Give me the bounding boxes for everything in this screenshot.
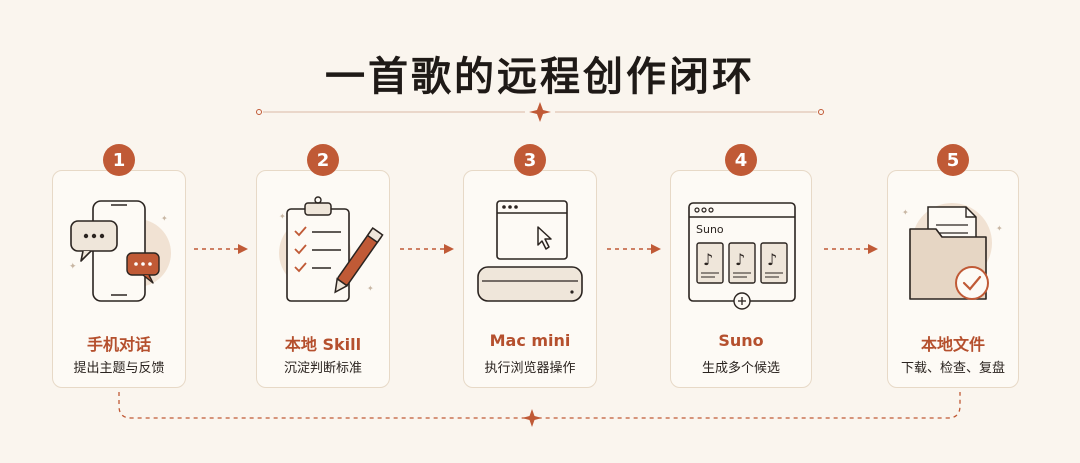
- step-card-3: Mac mini 执行浏览器操作: [463, 170, 597, 388]
- step-subtitle-4: 生成多个候选: [701, 361, 780, 376]
- step-badge-1: 1: [103, 144, 135, 176]
- step-badge-5: 5: [937, 144, 969, 176]
- phone-chat-icon: ✦ ✦: [69, 200, 171, 302]
- suno-candidates-icon: Suno ♪ ♪ ♪: [688, 202, 796, 310]
- step-title-5: 本地文件: [920, 335, 985, 354]
- step-badge-4: 4: [725, 144, 757, 176]
- title-divider: [256, 102, 824, 122]
- step-subtitle-1: 提出主题与反馈: [73, 361, 165, 376]
- step-title-4: Suno: [718, 331, 764, 350]
- mac-mini-browser-icon: [477, 200, 583, 302]
- step-card-5: ✦ ✦ 本地文件 下载、检查、复盘: [887, 170, 1019, 388]
- suno-window-label: Suno: [696, 223, 724, 236]
- flow-arrow-3: [607, 244, 661, 254]
- step-subtitle-5: 下载、检查、复盘: [900, 361, 1005, 376]
- step-badge-2: 2: [307, 144, 339, 176]
- step-title-1: 手机对话: [86, 335, 151, 354]
- flow-arrow-1: [194, 244, 248, 254]
- flow-arrow-4: [824, 244, 878, 254]
- page-title: 一首歌的远程创作闭环: [325, 54, 755, 100]
- step-badge-3: 3: [514, 144, 546, 176]
- step-card-4: Suno ♪ ♪ ♪ Suno 生成多个候选: [670, 170, 812, 388]
- svg-text:✦: ✦: [367, 284, 374, 293]
- svg-text:✦: ✦: [69, 262, 77, 272]
- svg-text:✦: ✦: [996, 224, 1003, 233]
- step-subtitle-3: 执行浏览器操作: [484, 361, 576, 376]
- step-title-3: Mac mini: [489, 331, 571, 350]
- clipboard-checklist-icon: ✦ ✦: [279, 196, 384, 302]
- step-subtitle-2: 沉淀判断标准: [283, 361, 362, 376]
- step-card-2: ✦ ✦ 本地 Skill 沉淀判断标准: [256, 170, 390, 388]
- flow-arrow-2: [400, 244, 454, 254]
- svg-text:✦: ✦: [161, 214, 168, 223]
- svg-text:✦: ✦: [902, 208, 909, 217]
- step-card-1: ✦ ✦ 手机对话 提出主题与反馈: [52, 170, 186, 388]
- svg-text:♪: ♪: [735, 250, 745, 269]
- svg-text:✦: ✦: [279, 212, 286, 221]
- folder-check-icon: ✦ ✦: [902, 203, 1003, 300]
- svg-text:♪: ♪: [767, 250, 777, 269]
- svg-text:♪: ♪: [703, 250, 713, 269]
- step-title-2: 本地 Skill: [284, 335, 362, 354]
